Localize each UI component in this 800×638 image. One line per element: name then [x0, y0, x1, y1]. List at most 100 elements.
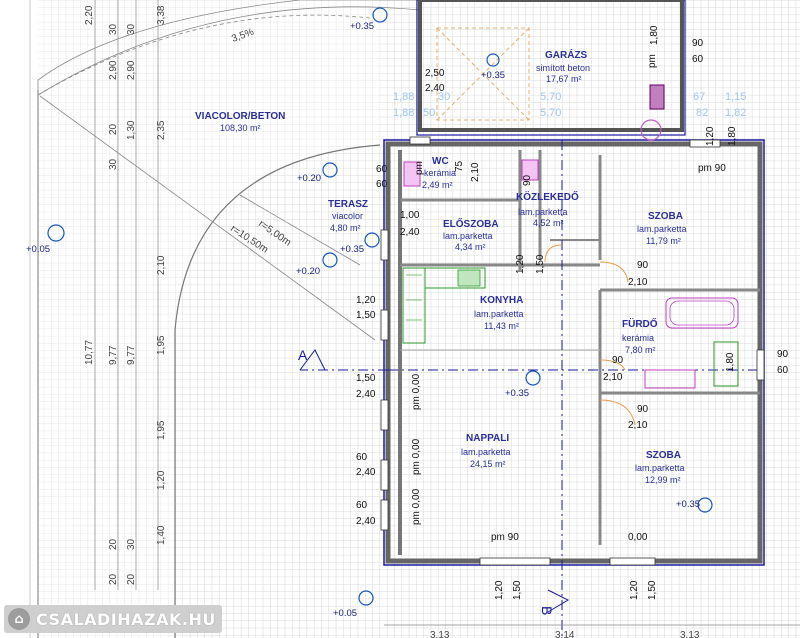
room-nappali-sub: lam.parketta — [461, 447, 511, 457]
room-szoba1-area: 11,79 m² — [646, 236, 681, 246]
room-terasz-area: 4,80 m² — [330, 223, 361, 233]
vdim: 2,20 — [84, 5, 95, 25]
dim: 90 — [637, 260, 649, 271]
blue-dim: 1,82 — [725, 107, 746, 119]
level-label: +0.05 — [26, 244, 50, 255]
dim: 75 — [454, 160, 465, 172]
house-icon: ⌂ — [8, 608, 30, 630]
bottom-dim: 3,14 — [555, 630, 575, 638]
dim: 2,10 — [470, 162, 481, 182]
bathroom-fixtures — [403, 159, 739, 389]
dim: 2,40 — [425, 83, 445, 94]
level-markers — [47, 7, 713, 606]
vdim: 20 — [108, 538, 119, 550]
dim: 90 — [612, 355, 624, 366]
dim: 1,80 — [725, 352, 736, 372]
room-szoba2-area: 12,99 m² — [645, 475, 681, 485]
section-arrow-a — [299, 349, 326, 371]
dim: pm 0,00 — [411, 438, 422, 475]
dim: 1,50 — [356, 373, 376, 384]
level-label: +0.20 — [297, 173, 321, 184]
level-label: +0.35 — [340, 244, 364, 255]
room-szoba1-sub: lam.parketta — [637, 224, 687, 234]
room-viacolor-name: VIACOLOR/BETON — [195, 111, 285, 122]
room-garazs-sub: simított beton — [536, 63, 590, 73]
level-label: +0.35 — [350, 21, 374, 32]
room-terasz-sub: viacolor — [332, 211, 363, 221]
room-wc-area: 2,49 m² — [422, 180, 453, 190]
vdim: 1,95 — [156, 420, 167, 440]
dim: 1,80 — [649, 25, 660, 45]
room-kozlekedo-area: 4,52 m² — [533, 218, 564, 228]
section-mark-b: B — [539, 606, 555, 615]
blue-dim: 1,88 — [393, 107, 414, 119]
vdim: 9,77 — [126, 345, 137, 365]
blue-dim: 1,15 — [725, 91, 746, 103]
site-logo[interactable]: ⌂ CSALADIHAZAK.HU — [4, 605, 222, 633]
room-furdo-sub: kerámia — [622, 333, 654, 343]
room-szoba2-name: SZOBA — [646, 450, 681, 461]
dim: 60 — [777, 365, 789, 376]
room-wc-name: WC — [432, 156, 449, 167]
room-eloszoba-area: 4,34 m² — [455, 242, 486, 252]
vdim: 20 — [126, 573, 137, 585]
blue-dimension-row: 1,88 30 5,70 1,88 50 5,70 67 1,15 82 1,8… — [393, 91, 746, 119]
blue-dim: 30 — [438, 91, 450, 103]
dim: 90 — [637, 404, 649, 415]
room-konyha-area: 11,43 m² — [484, 321, 519, 331]
vdim: 10,77 — [84, 340, 95, 365]
dim: 2,40 — [356, 467, 376, 478]
blue-dim: 82 — [696, 107, 708, 119]
vdim: 1,20 — [156, 470, 167, 490]
room-konyha-sub: lam.parketta — [474, 309, 524, 319]
dim: 60 — [356, 452, 368, 463]
garden-arc — [174, 144, 381, 638]
vdim: 30 — [126, 538, 137, 550]
blue-dim: 1,88 — [393, 91, 414, 103]
room-furdo-area: 7,80 m² — [625, 345, 656, 355]
dim: pm 0,00 — [411, 488, 422, 525]
dim: 2,40 — [356, 516, 376, 527]
dim: pm 90 — [698, 163, 726, 174]
room-garazs-name: GARÁZS — [545, 48, 588, 61]
bottom-dim: 3,13 — [680, 630, 700, 638]
dim: 1,20 — [515, 254, 526, 274]
dim: 1,50 — [535, 254, 546, 274]
level-label: +0.35 — [505, 388, 529, 399]
dim: 1,20 — [629, 580, 640, 600]
dim: 90 — [692, 38, 704, 49]
vdim: 3,38 — [156, 5, 167, 25]
vdim: 30 — [108, 158, 119, 170]
blue-dim: 5,70 — [540, 91, 561, 103]
bottom-dim: 3,13 — [430, 630, 450, 638]
room-kozlekedo-name: KÖZLEKEDŐ — [516, 190, 579, 203]
vdim: 2,35 — [156, 120, 167, 140]
vdim: 1,95 — [156, 335, 167, 355]
vdim: 30 — [126, 23, 137, 35]
vdim: 2,10 — [156, 255, 167, 275]
dim: 90 — [777, 349, 789, 360]
logo-text: CSALADIHAZAK.HU — [36, 609, 216, 629]
room-eloszoba-sub: lam.parketta — [443, 231, 493, 241]
room-eloszoba-name: ELŐSZOBA — [443, 217, 499, 230]
vdim: 30 — [108, 23, 119, 35]
dim: pm — [647, 54, 658, 68]
room-garazs-area: 17,67 m² — [546, 74, 582, 84]
dim: 1,00 — [400, 210, 420, 221]
vdim: 9,77 — [108, 345, 119, 365]
room-nappali-name: NAPPALI — [466, 433, 509, 444]
dim: 90 — [522, 174, 533, 186]
section-arrow-b — [547, 589, 570, 613]
dim: 60 — [376, 164, 388, 175]
room-terasz-name: TERASZ — [328, 199, 368, 210]
room-labels: GARÁZS simított beton 17,67 m² VIACOLOR/… — [195, 48, 687, 485]
dim: 1,50 — [356, 310, 376, 321]
level-label: +0.20 — [296, 266, 320, 277]
dim: 2,50 — [425, 68, 445, 79]
room-szoba1-name: SZOBA — [648, 211, 683, 222]
dim: 2,10 — [628, 420, 648, 431]
dim: 60 — [356, 500, 368, 511]
room-viacolor-area: 108,30 m² — [220, 123, 261, 133]
dim: pm 0,00 — [411, 373, 422, 410]
